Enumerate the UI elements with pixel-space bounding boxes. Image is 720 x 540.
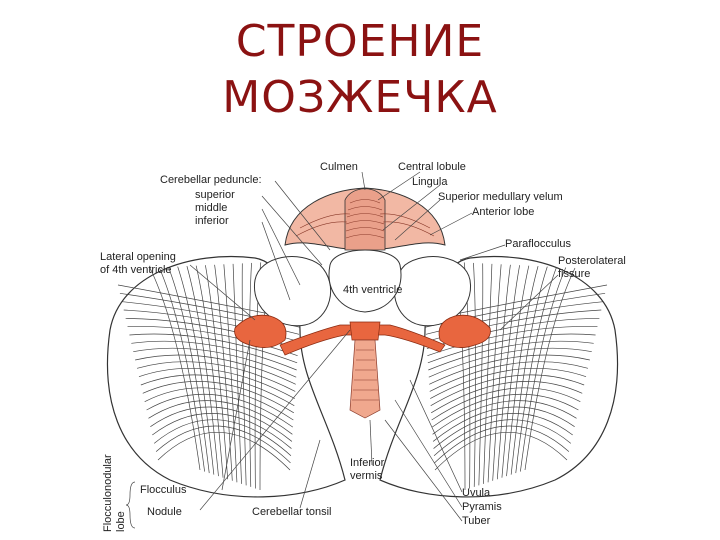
label-fourth-ventricle: 4th ventricle xyxy=(343,284,402,296)
label-flocculus: Flocculus xyxy=(140,484,187,496)
label-flocculonodular-2: lobe xyxy=(115,511,127,532)
title-line-2: МОЗЖЕЧКА xyxy=(222,72,498,123)
label-lateral-opening-2: of 4th ventricle xyxy=(100,264,172,276)
label-pyramis: Pyramis xyxy=(462,501,502,513)
label-nodule: Nodule xyxy=(147,506,182,518)
label-central-lobule: Central lobule xyxy=(398,161,466,173)
label-cerebellar-tonsil: Cerebellar tonsil xyxy=(252,506,331,518)
label-paraflocculus: Paraflocculus xyxy=(505,238,572,250)
flocculonodular-highlight xyxy=(234,314,491,356)
inferior-vermis-shape xyxy=(349,339,381,419)
label-tuber: Tuber xyxy=(462,515,491,527)
label-peduncle-superior: superior xyxy=(195,189,235,201)
leader-lines xyxy=(125,171,559,529)
title-line-1: СТРОЕНИЕ xyxy=(235,16,485,67)
label-anterior-lobe: Anterior lobe xyxy=(472,206,534,218)
label-inferior-vermis-2: vermis xyxy=(350,470,383,482)
label-peduncle-middle: middle xyxy=(195,202,227,214)
label-culmen: Culmen xyxy=(320,161,358,173)
label-lingula: Lingula xyxy=(412,176,448,188)
anterior-lobe-shape xyxy=(284,187,446,251)
label-inferior-vermis-1: Inferior xyxy=(350,457,385,469)
label-posterolateral-2: fissure xyxy=(558,268,590,280)
label-superior-medullary-velum: Superior medullary velum xyxy=(438,191,563,203)
label-posterolateral-1: Posterolateral xyxy=(558,255,626,267)
label-flocculonodular-1: Flocculonodular xyxy=(102,454,114,532)
fourth-ventricle-shape xyxy=(328,249,402,313)
label-cerebellar-peduncle: Cerebellar peduncle: xyxy=(160,174,262,186)
label-lateral-opening-1: Lateral opening xyxy=(100,251,176,263)
label-peduncle-inferior: inferior xyxy=(195,215,229,227)
label-uvula: Uvula xyxy=(462,487,491,499)
